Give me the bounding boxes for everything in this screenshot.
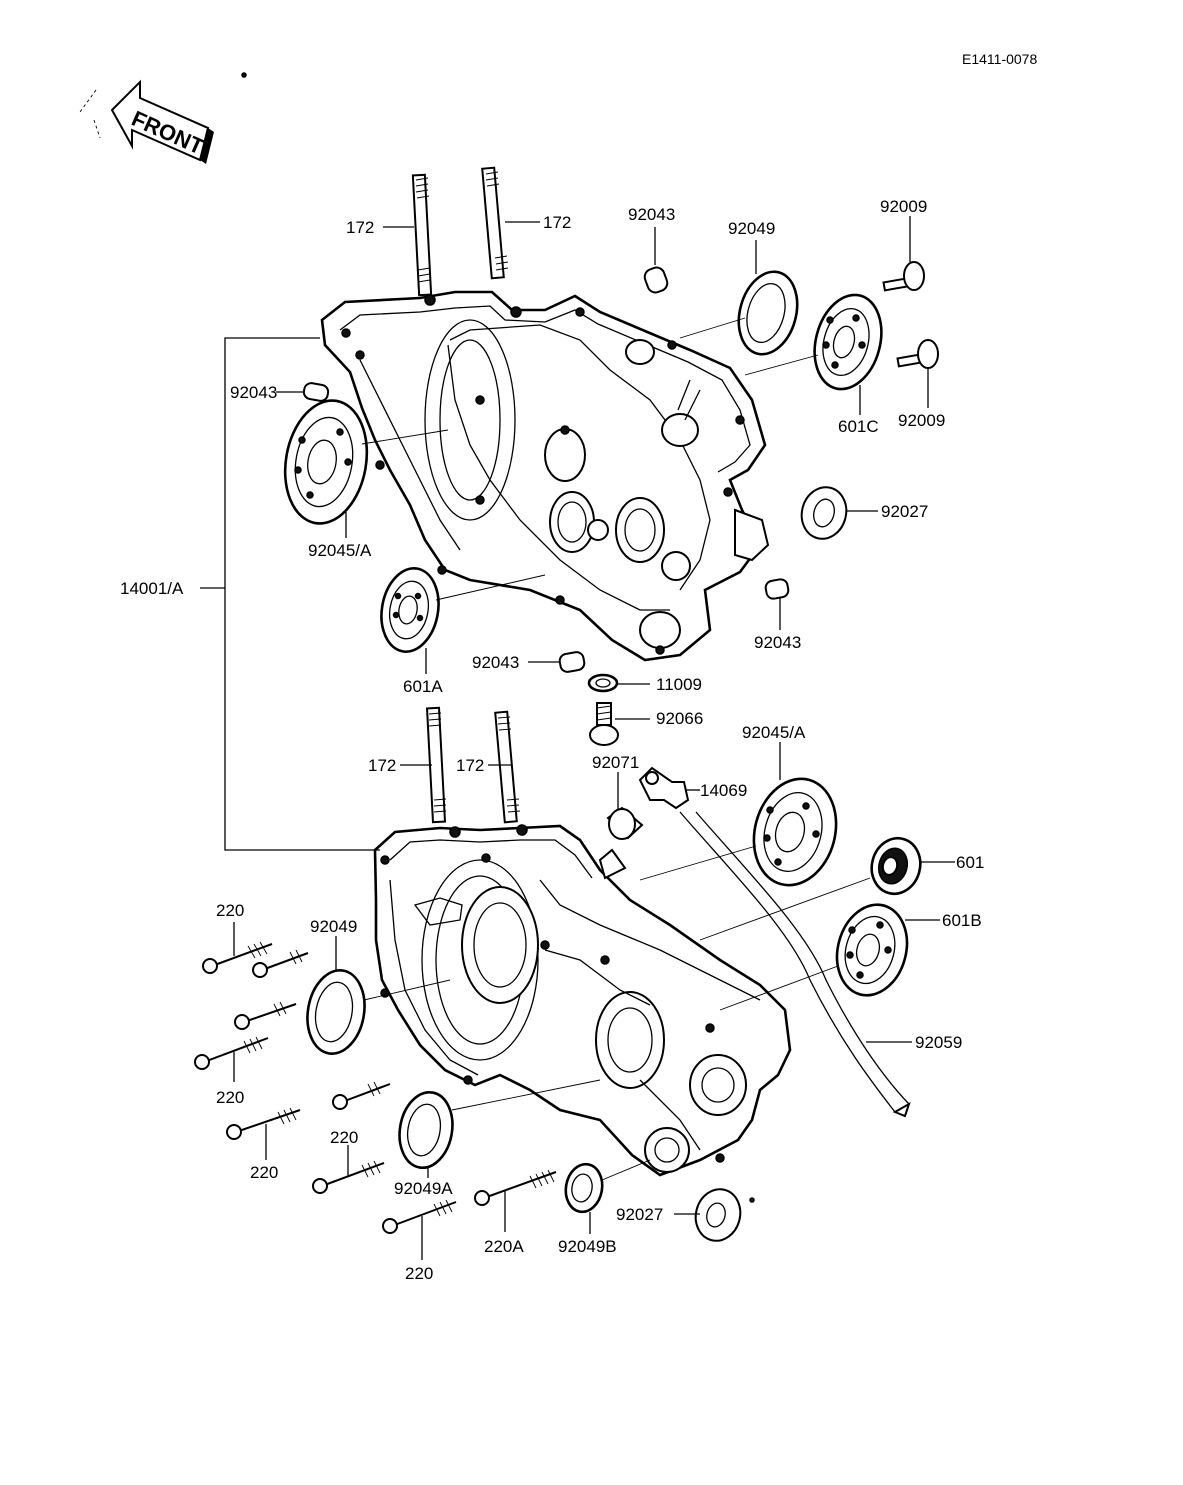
callout-92059: 92059	[915, 1033, 962, 1052]
callout-screw-right: 92009	[898, 411, 945, 430]
dowel-pin-top: 92043	[628, 205, 675, 294]
callout-14069: 14069	[700, 781, 747, 800]
callout-collar-lower: 92027	[616, 1205, 663, 1224]
oil-seal-top: 92049	[679, 219, 799, 356]
hose-92059: 92059	[679, 811, 962, 1118]
fitting-92071: 92071	[592, 753, 644, 840]
callout-bearing-left: 92045/A	[308, 541, 372, 560]
bolt-220-center: 220	[312, 1128, 385, 1194]
stud-upper-left: 172	[346, 173, 433, 297]
callout-92066: 92066	[656, 709, 703, 728]
oil-seal-92049b: 92049B	[558, 1159, 651, 1256]
callout-dowel-mid: 92043	[472, 653, 519, 672]
stud-upper-right: 172	[481, 166, 571, 280]
bolt-220a: 220A	[474, 1169, 557, 1256]
callout-screw-top: 92009	[880, 197, 927, 216]
stud-lower-left: 172	[368, 706, 447, 824]
diagram-code: E1411-0078	[962, 51, 1037, 67]
callout-bearing-lower: 92045/A	[742, 723, 806, 742]
front-arrow-icon: FRONT	[79, 79, 214, 164]
bearing-left: 92045/A	[283, 399, 449, 560]
bearing-601b: 601B	[719, 903, 982, 1011]
callout-bolt-220-d: 220	[330, 1128, 358, 1147]
callout-601c: 601C	[838, 417, 879, 436]
callout-92049b: 92049B	[558, 1237, 617, 1256]
callout-601: 601	[956, 853, 984, 872]
bearing-601c: 601C	[744, 293, 883, 436]
lower-crankcase	[241, 72, 792, 1203]
upper-crankcase	[320, 290, 770, 662]
callout-bolt-220-b: 220	[216, 1088, 244, 1107]
callout-601a: 601A	[403, 677, 443, 696]
callout-11009: 11009	[656, 675, 702, 694]
oil-seal-92049a: 92049A	[394, 1079, 601, 1198]
callout-stud-172-c: 172	[368, 756, 396, 775]
callout-dowel-top: 92043	[628, 205, 675, 224]
callout-stud-172-b: 172	[543, 213, 571, 232]
callout-bolt-220-e: 220	[405, 1264, 433, 1283]
callout-stud-172-d: 172	[456, 756, 484, 775]
bearing-601: 601	[699, 836, 984, 941]
bolt-220-bottom: 220	[382, 1199, 457, 1283]
oil-seal-lower: 92049	[306, 917, 451, 1055]
collar-lower: 92027	[616, 1188, 742, 1242]
dowel-pin-right: 92043	[754, 578, 801, 652]
bearing-601a: 601A	[380, 567, 546, 696]
callout-bolt-220-c: 220	[250, 1163, 278, 1182]
callout-collar-right: 92027	[881, 502, 928, 521]
crankcase-set-bracket: 14001/A	[120, 337, 380, 851]
bolt-220-left: 220	[194, 1001, 297, 1107]
callout-dowel-right: 92043	[754, 633, 801, 652]
callout-92049a: 92049A	[394, 1179, 453, 1198]
bolt-220-upper: 220	[202, 901, 309, 978]
screw-top: 92009	[880, 197, 927, 292]
callout-14001a: 14001/A	[120, 579, 184, 598]
dowel-pin-left: 92043	[230, 382, 330, 402]
bearing-lower: 92045/A	[639, 723, 838, 887]
drain-plug-92066: 92066	[589, 702, 703, 746]
callout-dowel-left: 92043	[230, 383, 277, 402]
stud-lower-right: 172	[456, 710, 521, 824]
collar-right: 92027	[800, 486, 928, 540]
gasket-11009: 11009	[587, 673, 702, 694]
callout-92071: 92071	[592, 753, 639, 772]
callout-seal-top: 92049	[728, 219, 775, 238]
elbow-14069: 14069	[638, 766, 747, 810]
callout-stud-172-a: 172	[346, 218, 374, 237]
dowel-pin-mid: 92043	[472, 651, 586, 673]
callout-seal-lower: 92049	[310, 917, 357, 936]
callout-601b: 601B	[942, 911, 982, 930]
bolt-220-mid: 220	[226, 1081, 391, 1182]
callout-220a: 220A	[484, 1237, 524, 1256]
callout-bolt-220-a: 220	[216, 901, 244, 920]
screw-right: 92009	[896, 339, 945, 430]
